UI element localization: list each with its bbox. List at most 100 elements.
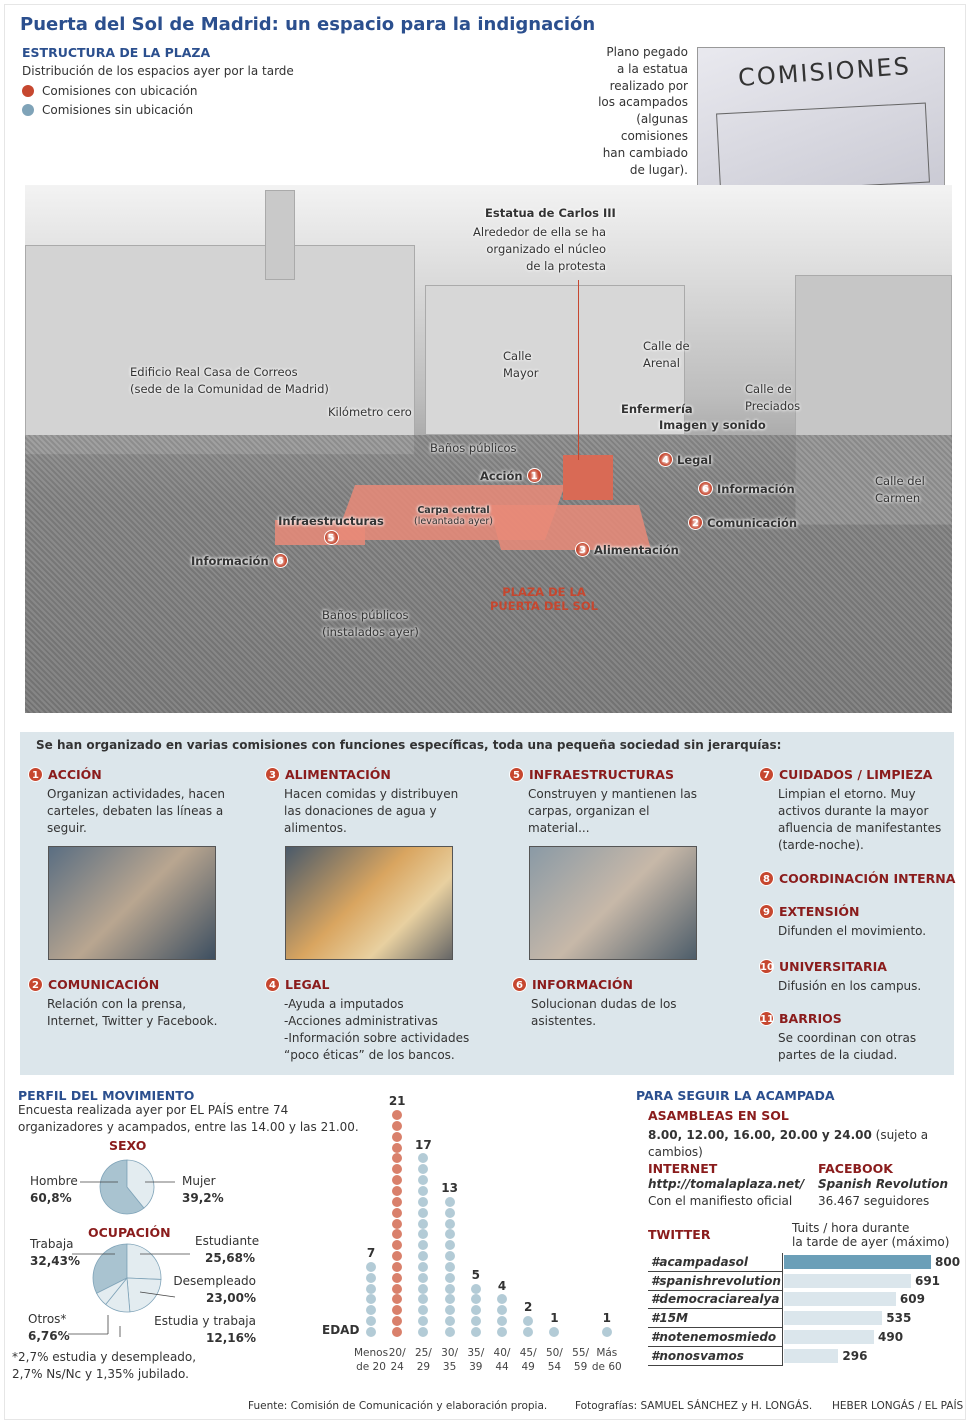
label-correos: Edificio Real Casa de Correos(sede de la…	[130, 364, 329, 398]
perfil-heading: PERFIL DEL MOVIMIENTO	[18, 1088, 195, 1103]
comision-text: Se coordinan con otras partes de la ciuda…	[778, 1030, 916, 1064]
asambleas-times: 8.00, 12.00, 16.00, 20.00 y 24.00 (sujet…	[648, 1127, 970, 1161]
number-4-icon: 4	[265, 977, 280, 992]
text-line: Carmen	[875, 491, 921, 505]
tick-line: 29	[416, 1361, 431, 1373]
label-text: Legal	[677, 453, 713, 467]
label-alimentacion: 3 Alimentación	[575, 542, 679, 559]
pie-slice-otros-	[96, 1277, 128, 1306]
text-line: (algunas	[636, 112, 688, 127]
text-line: -Acciones administrativas	[284, 1014, 438, 1028]
pie-slice-mujer	[126, 1159, 155, 1209]
age-dot	[444, 1240, 455, 1251]
text-line: partes de la ciudad.	[778, 1048, 898, 1062]
age-value-label: 13	[441, 1180, 458, 1195]
age-dot	[444, 1316, 455, 1327]
age-dot	[392, 1120, 403, 1131]
age-dot	[418, 1327, 429, 1337]
age-dot	[392, 1218, 403, 1229]
tick-line: 45/	[519, 1347, 537, 1359]
footer-fuente: Fuente: Comisión de Comunicación y elabo…	[248, 1400, 548, 1412]
age-dot	[418, 1272, 429, 1283]
text-line: Arenal	[643, 356, 680, 370]
label-text: Información	[191, 554, 269, 568]
tweet-bar	[784, 1348, 839, 1363]
text-line: Edificio Real Casa de Correos	[130, 365, 298, 379]
number-11-icon: 11	[759, 1011, 774, 1026]
number-8-icon: 8	[759, 871, 774, 886]
footer-fotos: Fotografías: SAMUEL SÁNCHEZ y H. LONGÁS.	[575, 1400, 813, 1412]
tick-line: 24	[390, 1361, 404, 1373]
age-dot	[418, 1196, 429, 1207]
comisiones-intro: Se han organizado en varias comisiones c…	[36, 738, 782, 752]
carpa-sub: (levantada ayer)	[414, 516, 493, 527]
hashtag-label: #acampadasol	[648, 1253, 783, 1272]
age-dot	[497, 1327, 507, 1337]
text-line: Preciados	[745, 399, 801, 413]
value: 39,2%	[182, 1191, 224, 1205]
text-line: PUERTA DEL SOL	[490, 599, 598, 613]
age-dot	[418, 1283, 429, 1294]
text-line: Se coordinan con otras	[778, 1031, 917, 1045]
tweet-value-label: 535	[886, 1311, 912, 1326]
age-value-label: 17	[415, 1137, 432, 1152]
age-dot	[549, 1327, 560, 1337]
text-line: material...	[528, 821, 590, 835]
text-line: Organizan actividades, hacen	[47, 787, 225, 801]
hashtag-label: #15M	[648, 1309, 783, 1329]
label: Hombre	[30, 1174, 78, 1188]
legend-item-con-ubicacion: Comisiones con ubicación	[22, 83, 197, 100]
label-legal: 4 Legal	[658, 452, 712, 469]
text-line: comisiones	[620, 128, 688, 143]
age-dot	[418, 1207, 429, 1218]
age-value-label: 5	[471, 1267, 480, 1282]
tick-line: 20/	[388, 1347, 406, 1359]
age-dot	[418, 1305, 429, 1316]
asambleas-heading: ASAMBLEAS EN SOL	[648, 1108, 789, 1123]
age-tick-label: 35/39	[459, 1346, 493, 1374]
facebook-heading: FACEBOOK	[818, 1161, 893, 1176]
age-value-label: 1	[550, 1311, 559, 1326]
number-3-icon: 3	[265, 767, 280, 782]
estructura-heading: ESTRUCTURA DE LA PLAZA	[22, 45, 211, 60]
label-banos-instalados: Baños públicos(instalados ayer)	[322, 607, 419, 641]
twitter-heading: TWITTER	[648, 1227, 711, 1242]
label-informacion-left: Información 6	[191, 553, 288, 570]
pie-slice-desempleado	[126, 1277, 162, 1313]
number-9-icon: 9	[759, 904, 774, 919]
tweet-value-label: 296	[842, 1348, 868, 1363]
age-dot	[444, 1218, 455, 1229]
age-dot	[444, 1327, 455, 1337]
age-dot	[601, 1327, 612, 1337]
age-dot	[418, 1218, 429, 1229]
estructura-subtitle: Distribución de los espacios ayer por la…	[22, 64, 294, 78]
note: (sujeto a cambios)	[648, 1128, 929, 1159]
label-km-cero: Kilómetro cero	[328, 405, 412, 419]
text-line: de la protesta	[526, 259, 606, 273]
text-line: Encuesta realizada ayer por EL PAÍS entr…	[18, 1103, 289, 1117]
number-6-icon: 6	[698, 481, 713, 496]
page-frame	[4, 4, 966, 1420]
age-dot	[497, 1316, 507, 1327]
footer-autor: HEBER LONGÁS / EL PAÍS	[832, 1400, 964, 1412]
number-1-icon: 1	[526, 468, 542, 483]
tweet-bar	[784, 1255, 931, 1269]
text-line: Calle del	[875, 474, 925, 488]
text-line: afluencia de manifestantes	[778, 821, 942, 835]
internet-link[interactable]: http://tomalaplaza.net/	[648, 1177, 805, 1191]
label-accion: Acción 1	[480, 468, 542, 485]
text-line: organizado el núcleo	[486, 242, 606, 256]
age-dot	[392, 1240, 403, 1251]
